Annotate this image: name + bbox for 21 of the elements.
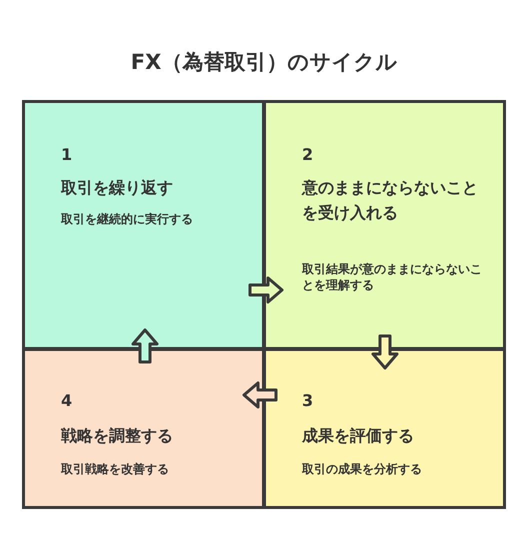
diagram-title: FX（為替取引）のサイクル [130, 49, 398, 76]
arrow [242, 382, 278, 408]
quadrant-box [263, 100, 506, 350]
quadrant-box [263, 348, 506, 509]
step-description: 取引戦略を改善する [61, 461, 170, 477]
step-heading: 取引を繰り返す [61, 177, 174, 199]
step-number: 4 [61, 391, 74, 410]
step-description: 取引結果が意のままにならないことを理解する [302, 261, 482, 293]
arrow [372, 334, 398, 370]
step-heading: 意のままにならないことを受け入れる [302, 177, 479, 224]
step-heading: 戦略を調整する [61, 425, 174, 447]
step-number: 1 [61, 145, 74, 164]
arrow [248, 276, 284, 304]
step-number: 3 [302, 391, 314, 410]
quadrant-box [22, 348, 265, 509]
quadrant-box [22, 100, 265, 350]
step-description: 取引の成果を分析する [302, 461, 423, 477]
arrow [132, 328, 158, 364]
step-number: 2 [302, 145, 314, 164]
step-description: 取引を継続的に実行する [61, 211, 194, 227]
step-heading: 成果を評価する [302, 425, 415, 447]
